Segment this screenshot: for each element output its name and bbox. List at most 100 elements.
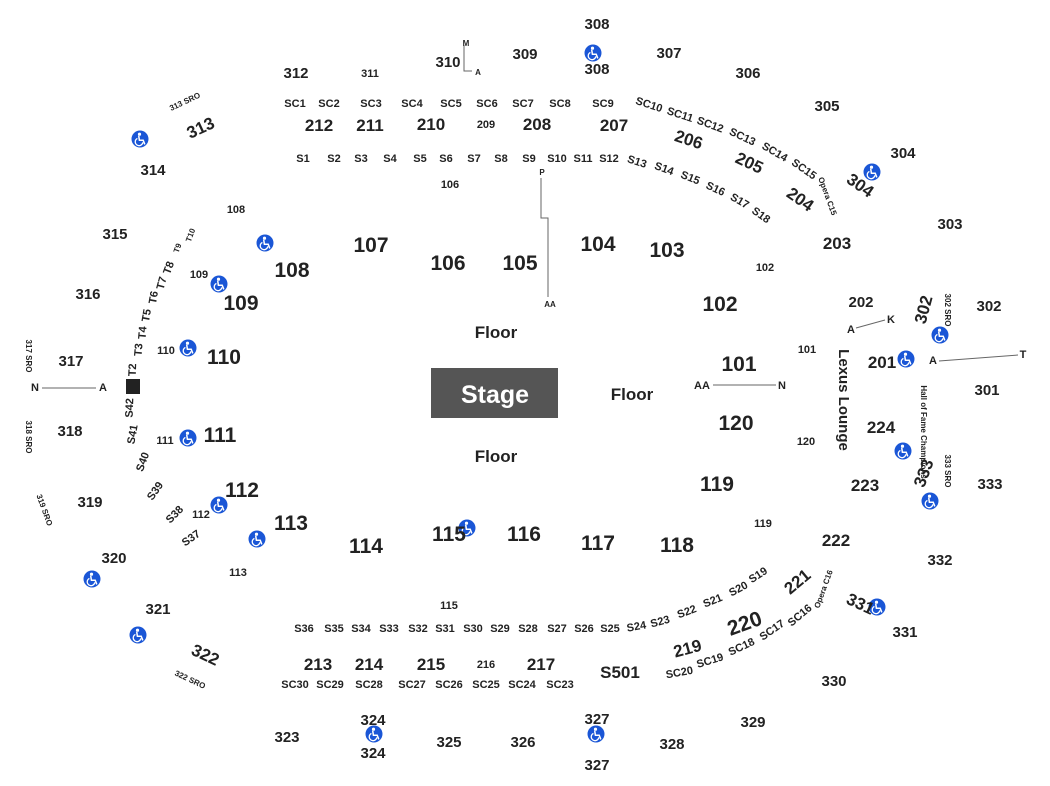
floor-label-right[interactable]: Floor <box>611 385 654 404</box>
section-label-s17[interactable]: S17 <box>728 191 751 211</box>
section-label-302[interactable]: 302 <box>911 293 937 325</box>
section-label-m[interactable]: M <box>463 39 470 48</box>
section-label-s6[interactable]: S6 <box>439 153 452 165</box>
section-label-102[interactable]: 102 <box>756 262 774 274</box>
section-label-107[interactable]: 107 <box>353 234 388 257</box>
section-label-110[interactable]: 110 <box>207 346 241 369</box>
section-label-323[interactable]: 323 <box>274 729 299 746</box>
section-label-sc13[interactable]: SC13 <box>727 126 757 149</box>
section-label-106[interactable]: 106 <box>430 252 465 275</box>
section-label-t6[interactable]: T6 <box>147 290 161 305</box>
section-label-217[interactable]: 217 <box>527 655 555 674</box>
section-label-t10[interactable]: T10 <box>184 227 197 244</box>
section-label-113[interactable]: 113 <box>229 567 247 579</box>
section-label-sc2[interactable]: SC2 <box>318 98 339 110</box>
section-label-sc6[interactable]: SC6 <box>476 98 497 110</box>
section-label-s14[interactable]: S14 <box>653 160 676 178</box>
section-label-116[interactable]: 116 <box>507 523 541 546</box>
section-label-108[interactable]: 108 <box>274 259 309 282</box>
section-label-s41[interactable]: S41 <box>125 424 140 445</box>
section-label-326[interactable]: 326 <box>510 734 535 751</box>
section-label-t4[interactable]: T4 <box>136 325 149 340</box>
section-label-s13[interactable]: S13 <box>626 153 648 170</box>
section-label-106[interactable]: 106 <box>441 179 459 191</box>
section-label-333-sro[interactable]: 333 SRO <box>943 455 952 488</box>
section-label-103[interactable]: 103 <box>649 239 684 262</box>
floor-label-top[interactable]: Floor <box>475 323 518 342</box>
section-label-a[interactable]: A <box>847 324 855 336</box>
section-label-318[interactable]: 318 <box>57 423 82 440</box>
section-label-s501[interactable]: S501 <box>600 663 640 682</box>
section-label-317-sro[interactable]: 317 SRO <box>24 340 33 373</box>
section-label-sc10[interactable]: SC10 <box>634 95 664 115</box>
section-label-s30[interactable]: S30 <box>463 623 483 635</box>
lexus-lounge-label[interactable]: Lexus Lounge <box>835 349 852 451</box>
section-label-310[interactable]: 310 <box>435 54 460 71</box>
section-label-216[interactable]: 216 <box>477 659 495 671</box>
section-label-s33[interactable]: S33 <box>379 623 399 635</box>
section-label-sc8[interactable]: SC8 <box>549 98 570 110</box>
section-label-s21[interactable]: S21 <box>702 592 725 610</box>
section-label-102[interactable]: 102 <box>702 293 737 316</box>
section-label-113[interactable]: 113 <box>274 512 308 535</box>
section-label-k[interactable]: K <box>887 314 895 326</box>
section-label-209[interactable]: 209 <box>477 119 495 131</box>
section-label-327[interactable]: 327 <box>584 711 609 728</box>
section-label-s3[interactable]: S3 <box>354 153 367 165</box>
section-label-sc30[interactable]: SC30 <box>281 679 309 691</box>
section-label-111[interactable]: 111 <box>204 424 237 447</box>
section-label-330[interactable]: 330 <box>821 673 846 690</box>
section-label-s28[interactable]: S28 <box>518 623 538 635</box>
section-label-114[interactable]: 114 <box>349 535 383 558</box>
section-label-306[interactable]: 306 <box>735 65 760 82</box>
section-label-309[interactable]: 309 <box>512 46 537 63</box>
section-label-222[interactable]: 222 <box>822 531 850 550</box>
section-label-t9[interactable]: T9 <box>172 242 184 254</box>
floor-label-bottom[interactable]: Floor <box>475 447 518 466</box>
section-label-112[interactable]: 112 <box>192 509 210 521</box>
section-label-117[interactable]: 117 <box>581 532 615 555</box>
section-label-s32[interactable]: S32 <box>408 623 428 635</box>
section-label-320[interactable]: 320 <box>101 550 126 567</box>
section-label-211[interactable]: 211 <box>356 116 383 135</box>
section-label-t[interactable]: T <box>1020 349 1027 361</box>
section-label-112[interactable]: 112 <box>225 479 259 502</box>
section-label-316[interactable]: 316 <box>75 286 100 303</box>
section-label-sc28[interactable]: SC28 <box>355 679 383 691</box>
section-label-s42[interactable]: S42 <box>124 398 137 418</box>
section-label-108[interactable]: 108 <box>227 204 245 216</box>
section-label-aa[interactable]: AA <box>544 300 556 309</box>
section-label-332[interactable]: 332 <box>927 552 952 569</box>
section-label-s9[interactable]: S9 <box>522 153 535 165</box>
section-label-322[interactable]: 322 <box>188 640 222 669</box>
section-label-325[interactable]: 325 <box>436 734 461 751</box>
section-label-313-sro[interactable]: 313 SRO <box>168 91 202 113</box>
section-label-t2[interactable]: T2 <box>127 363 139 376</box>
section-label-206[interactable]: 206 <box>672 126 705 153</box>
section-label-221[interactable]: 221 <box>780 565 814 598</box>
section-label-321[interactable]: 321 <box>145 601 170 618</box>
section-label-214[interactable]: 214 <box>355 655 384 674</box>
section-label-sc9[interactable]: SC9 <box>592 98 613 110</box>
section-label-opera-c16[interactable]: Opera C16 <box>813 568 835 609</box>
section-label-322-sro[interactable]: 322 SRO <box>173 669 207 691</box>
section-label-s35[interactable]: S35 <box>324 623 344 635</box>
section-label-n[interactable]: N <box>778 380 786 392</box>
section-label-s18[interactable]: S18 <box>749 205 772 226</box>
section-label-s4[interactable]: S4 <box>383 153 397 165</box>
section-label-305[interactable]: 305 <box>814 98 839 115</box>
section-label-328[interactable]: 328 <box>659 736 684 753</box>
section-label-s2[interactable]: S2 <box>327 153 340 165</box>
section-label-sc26[interactable]: SC26 <box>435 679 463 691</box>
section-label-109[interactable]: 109 <box>223 292 258 315</box>
section-label-208[interactable]: 208 <box>523 115 551 134</box>
section-label-sc15[interactable]: SC15 <box>789 157 818 183</box>
section-label-sc5[interactable]: SC5 <box>440 98 461 110</box>
section-label-101[interactable]: 101 <box>721 353 756 376</box>
section-label-t7[interactable]: T7 <box>155 275 170 291</box>
section-label-n[interactable]: N <box>31 382 39 394</box>
section-label-119[interactable]: 119 <box>700 473 734 496</box>
section-label-p[interactable]: P <box>539 168 545 177</box>
section-label-302[interactable]: 302 <box>976 298 1001 315</box>
section-label-s23[interactable]: S23 <box>649 614 671 631</box>
